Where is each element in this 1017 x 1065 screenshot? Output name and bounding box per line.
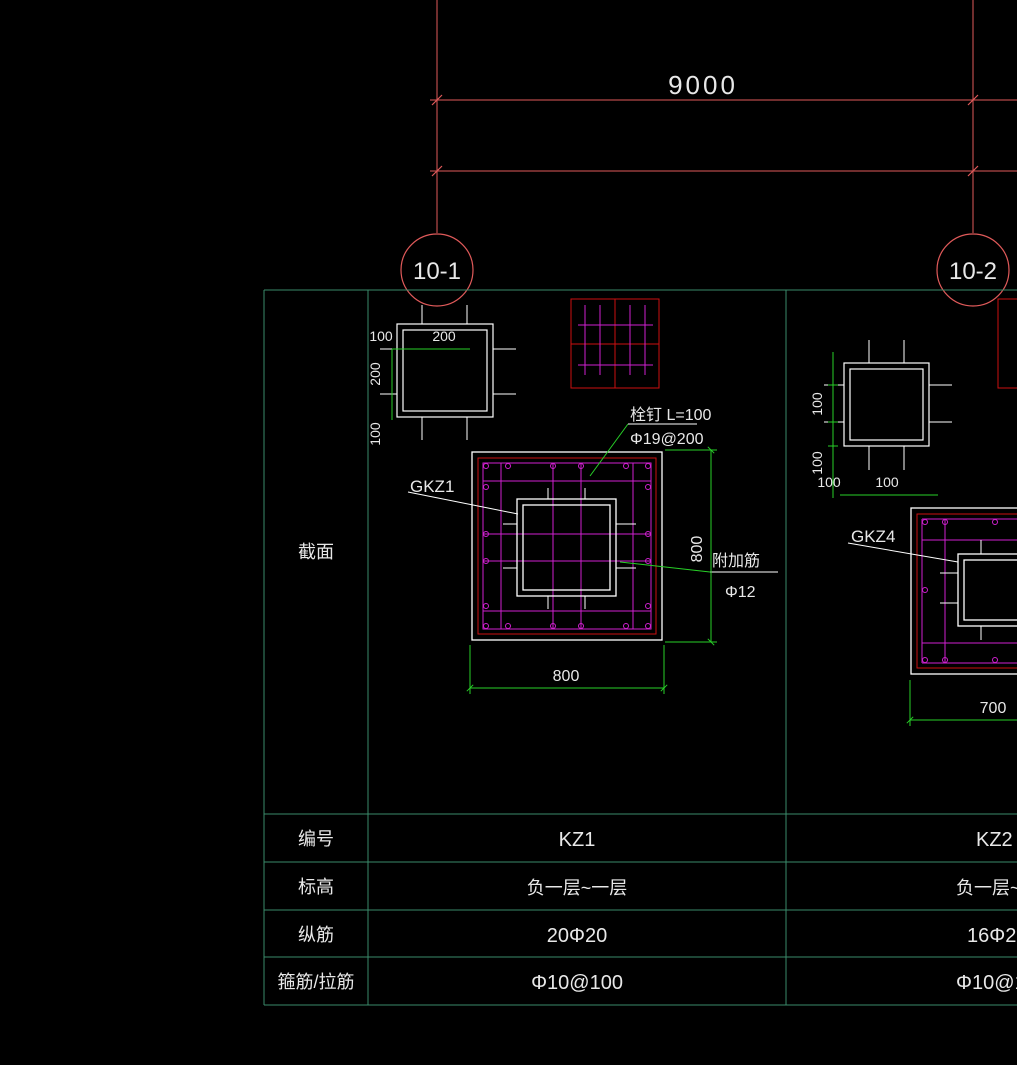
kz1-stud-spec: Φ19@200 — [630, 431, 704, 448]
kz2-steel-label: GKZ4 — [851, 527, 895, 546]
svg-text:100: 100 — [809, 451, 825, 475]
kz2-id[interactable]: KZ2 — [976, 829, 1013, 851]
grid-bubble-10-2[interactable] — [936, 233, 1010, 307]
svg-text:200: 200 — [432, 328, 456, 344]
kz1-width-dimension: 800 — [553, 668, 580, 685]
row-header-section: 截面 — [298, 542, 334, 562]
row-header-longitudinal: 纵筋 — [298, 925, 334, 945]
kz1-height-dimension: 800 — [689, 536, 706, 563]
row-header-elevation: 标高 — [298, 877, 334, 897]
kz2-longitudinal[interactable]: 16Φ20 — [967, 925, 1017, 947]
grid-label-10-2: 10-2 — [949, 258, 997, 285]
kz1-elevation[interactable]: 负一层~一层 — [527, 878, 628, 898]
kz1-steel-label: GKZ1 — [410, 477, 454, 496]
column-kz1-cells: KZ1 负一层~一层 20Φ20 Φ10@100 — [527, 829, 628, 994]
kz2-steel-detail: 100 100 100 100 — [809, 340, 952, 498]
kz1-longitudinal[interactable]: 20Φ20 — [547, 925, 607, 947]
kz1-extra-bar-label: 附加筋 — [712, 552, 760, 570]
svg-text:200: 200 — [367, 362, 383, 386]
row-header-stirrup: 箍筋/拉筋 — [277, 972, 354, 992]
svg-text:100: 100 — [817, 474, 841, 490]
svg-text:100: 100 — [809, 392, 825, 416]
kz2-section-drawing[interactable]: 100 100 100 100 GKZ4 — [809, 298, 1017, 726]
kz1-id[interactable]: KZ1 — [559, 829, 596, 851]
kz2-stirrup[interactable]: Φ10@10 — [956, 972, 1017, 994]
kz2-elevation[interactable]: 负一层~一 — [956, 878, 1017, 898]
grid-axis-system: 9000 10-1 10-2 — [400, 0, 1017, 307]
kz2-width-dimension: 700 — [980, 700, 1007, 717]
kz1-stud-detail — [570, 298, 660, 389]
column-schedule-table — [263, 289, 1017, 1006]
kz1-stud-label: 栓钉 L=100 — [630, 406, 711, 424]
svg-text:100: 100 — [369, 328, 393, 344]
kz1-steel-detail: 100 200 200 100 — [367, 305, 516, 446]
kz1-stirrup[interactable]: Φ10@100 — [531, 972, 623, 994]
grid-label-10-1: 10-1 — [413, 258, 461, 285]
grid-bubble-10-1[interactable] — [400, 233, 474, 307]
svg-text:100: 100 — [367, 422, 383, 446]
column-kz2-cells: KZ2 负一层~一 16Φ20 Φ10@10 — [956, 829, 1017, 994]
svg-text:100: 100 — [875, 474, 899, 490]
row-headers: 截面 编号 标高 纵筋 箍筋/拉筋 — [277, 542, 354, 992]
kz1-section-drawing[interactable]: 100 200 200 100 — [367, 298, 778, 694]
kz1-extra-bar-spec: Φ12 — [725, 584, 756, 601]
row-header-id: 编号 — [298, 829, 334, 849]
dimension-9000-label: 9000 — [668, 70, 738, 100]
